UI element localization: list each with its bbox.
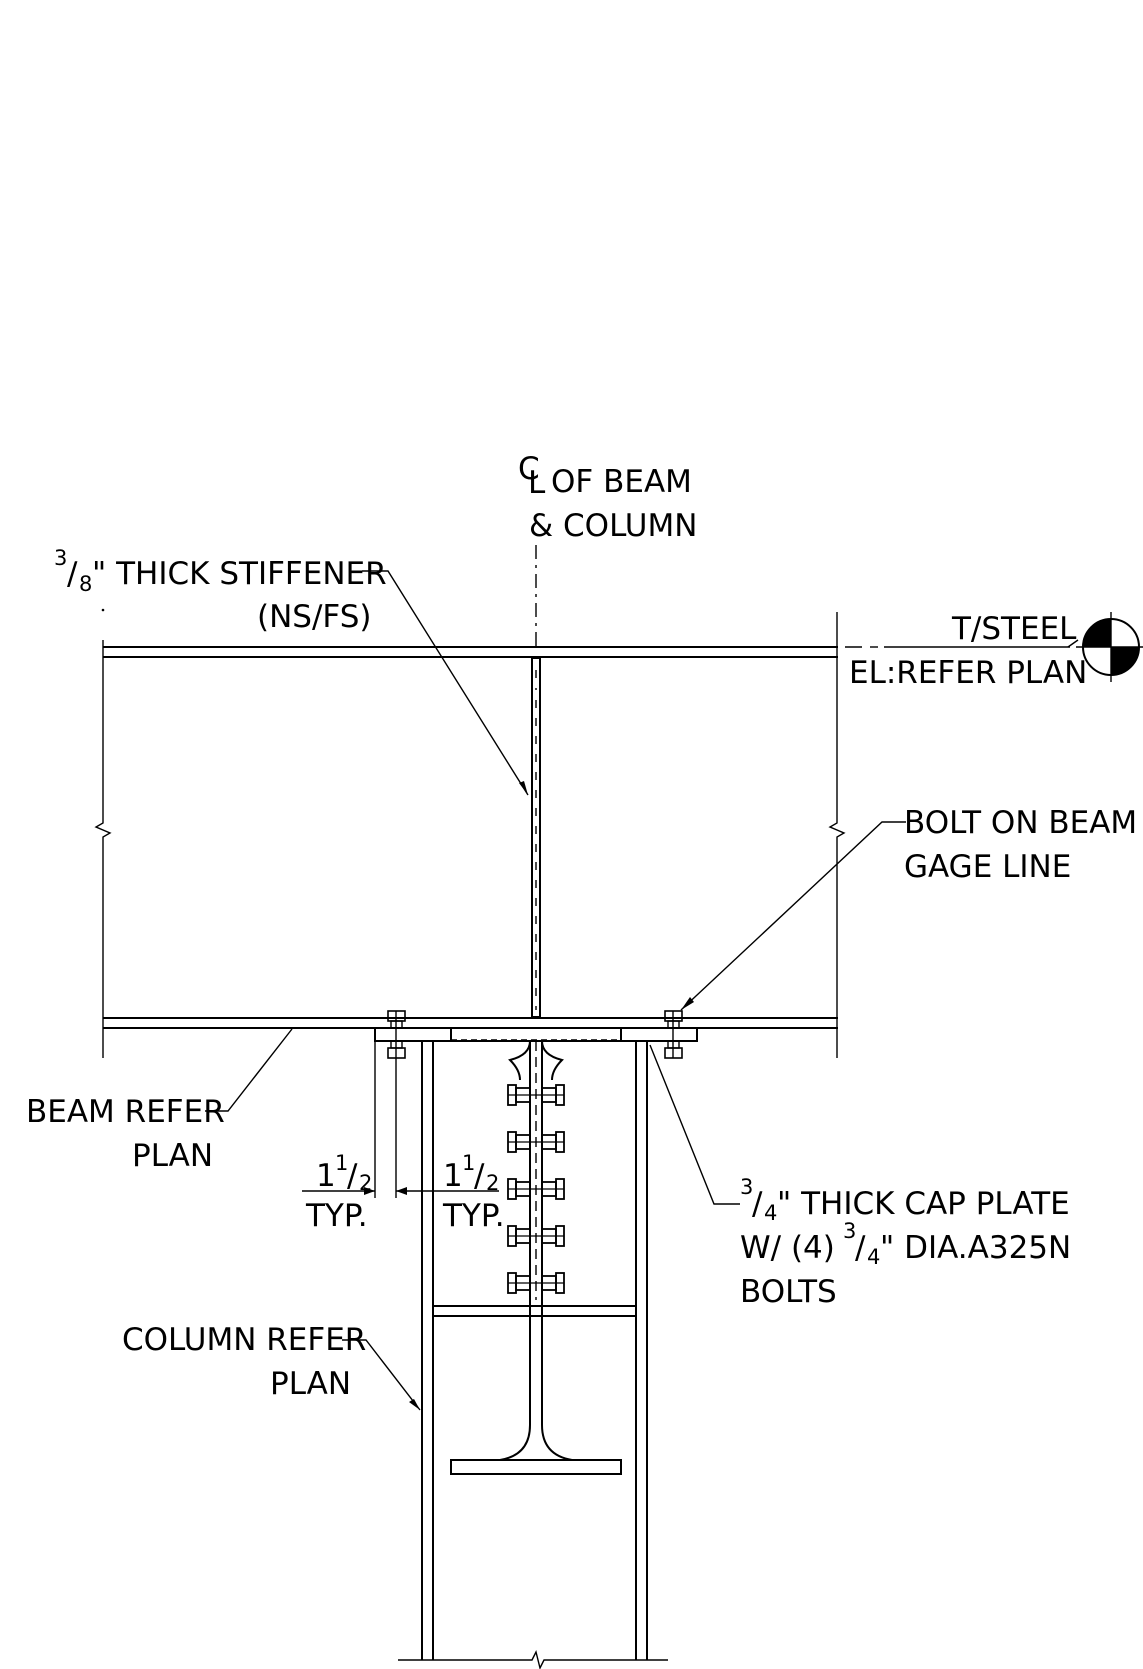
bolt-label-line1: BOLT ON BEAM (904, 805, 1137, 841)
column (398, 1040, 668, 1669)
dim-right-slash: / (474, 1158, 485, 1194)
beam-right-break-line (828, 612, 846, 1058)
beam-left-break-line (94, 640, 112, 1058)
dim-right-num: 1 (462, 1151, 475, 1175)
stiffener-side-label: (NS/FS) (257, 599, 371, 635)
cap-plate (374, 1027, 698, 1042)
beam-leader (205, 1028, 293, 1112)
cap-frac2-den: 4 (867, 1245, 880, 1269)
stiffener-label: " THICK STIFFENER (92, 556, 387, 592)
column-bolt-group (507, 1084, 565, 1294)
column-break-line (398, 1649, 668, 1669)
dim-left-num: 1 (335, 1151, 348, 1175)
cap-plate-bolt-right (664, 1010, 683, 1059)
cap-plate-leader (649, 1044, 740, 1205)
cap-frac-slash: / (752, 1186, 763, 1222)
cap-label-line2b: " DIA.A325N (880, 1230, 1071, 1266)
column-label-line1: COLUMN REFER (122, 1322, 366, 1358)
column-bolt (507, 1178, 565, 1200)
beam-label-line2: PLAN (132, 1138, 213, 1174)
centerline-symbol: C (518, 451, 540, 487)
beam-label-line1: BEAM REFER (26, 1094, 225, 1130)
cap-label-line1: " THICK CAP PLATE (777, 1186, 1070, 1222)
elevation-label: EL:REFER PLAN (849, 655, 1087, 691)
dim-right-typ: TYP. (442, 1198, 505, 1234)
stiffener-leader (362, 570, 529, 796)
centerline-symbol-l: L (528, 465, 546, 501)
dim-right-whole: 1 (443, 1158, 463, 1194)
tsteel-label: T/STEEL (951, 611, 1077, 647)
dim-right-den: 2 (486, 1171, 499, 1195)
cap-label-line2a: W/ (4) (740, 1230, 835, 1266)
bolt-gage-leader (680, 821, 906, 1011)
stiffener-frac-slash: / (67, 556, 78, 592)
elevation-marker-icon (1076, 612, 1143, 682)
cap-frac2-num: 3 (843, 1219, 856, 1243)
cap-label-line3: BOLTS (740, 1274, 837, 1310)
cap-frac-num: 3 (740, 1175, 753, 1199)
dim-left-den: 2 (359, 1171, 372, 1195)
column-bolt (507, 1272, 565, 1294)
stiffener-frac-den: 8 (79, 572, 92, 596)
stiffener (531, 657, 541, 1018)
column-bolt (507, 1084, 565, 1106)
beam (94, 608, 1070, 1058)
column-leader (342, 1339, 421, 1411)
column-bolt (507, 1225, 565, 1247)
dim-left-slash: / (347, 1158, 358, 1194)
dim-left-whole: 1 (316, 1158, 336, 1194)
cap-frac2-slash: / (855, 1230, 866, 1266)
column-label-line2: PLAN (270, 1366, 351, 1402)
centerline-label-line1: OF BEAM (551, 464, 692, 500)
cap-frac-den: 4 (764, 1201, 777, 1225)
bolt-label-line2: GAGE LINE (904, 849, 1071, 885)
edge-distance-dimension (302, 1041, 499, 1198)
dim-left-typ: TYP. (305, 1198, 368, 1234)
column-bolt (507, 1131, 565, 1153)
stiffener-frac-num: 3 (54, 546, 67, 570)
centerline-label-line2: & COLUMN (529, 508, 697, 544)
